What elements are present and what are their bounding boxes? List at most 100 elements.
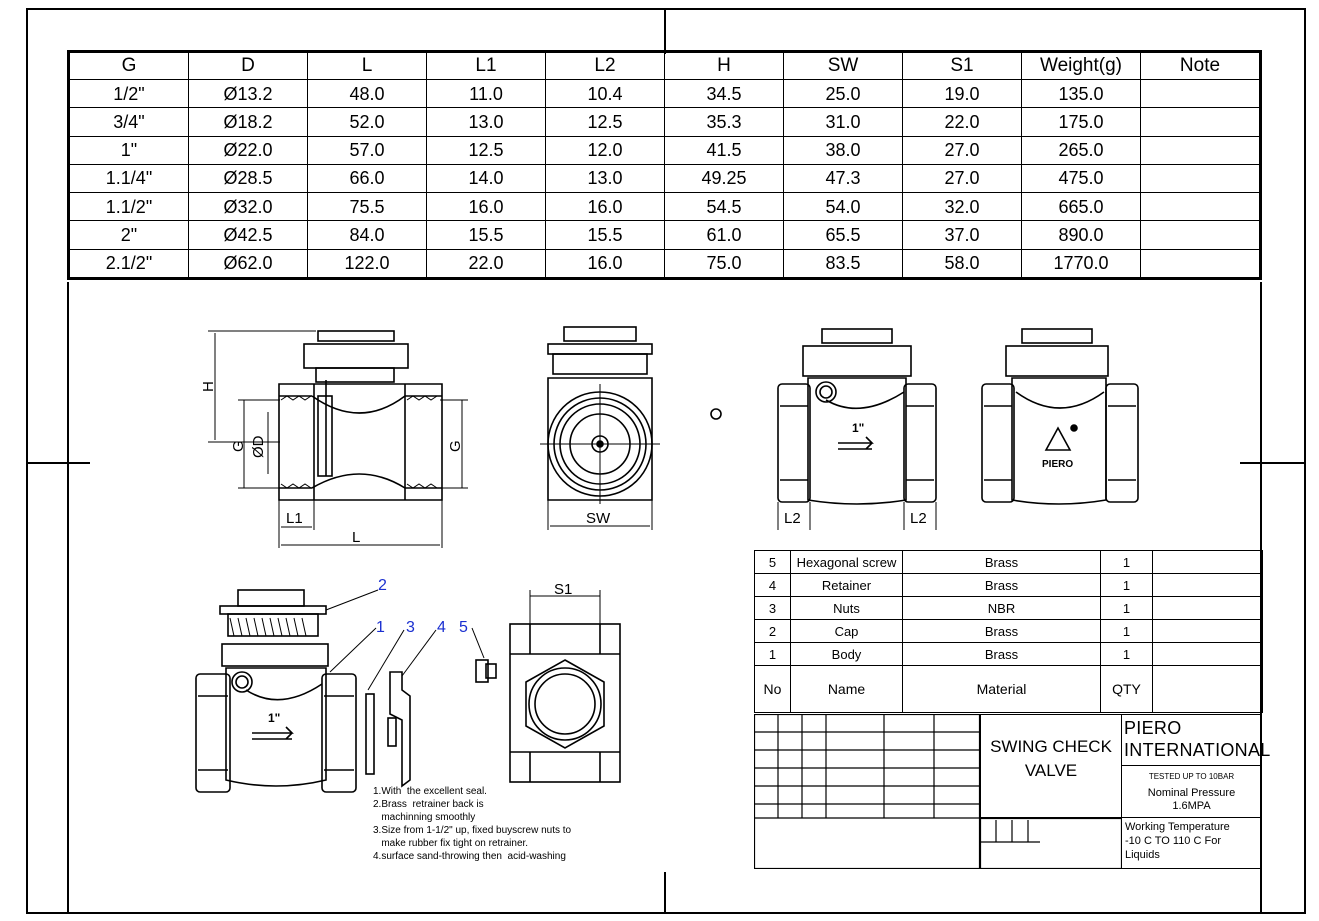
- nominal-pressure-value: 1.6MPA: [1172, 800, 1211, 812]
- working-temp-line2: -10 C TO 110 C For: [1125, 835, 1221, 847]
- center-mark-left: [26, 462, 90, 464]
- bom-cell-material: NBR: [902, 596, 1101, 620]
- dim-table-cell: 54.5: [664, 192, 784, 222]
- side-view: [777, 328, 937, 530]
- dim-table-cell: 19.0: [902, 78, 1022, 109]
- dim-table-cell: 12.0: [545, 135, 665, 165]
- dim-table-cell: 38.0: [783, 135, 903, 165]
- bom-cell-no: 5: [754, 550, 791, 574]
- dim-table-cell: 1.1/2": [69, 192, 189, 222]
- center-mark-right: [1240, 462, 1306, 464]
- note-line: make rubber fix tight on retrainer.: [373, 838, 529, 849]
- dim-table-cell: 1770.0: [1021, 248, 1141, 279]
- bom-cell-no: 4: [754, 573, 791, 597]
- nominal-pressure-label: Nominal Pressure: [1147, 787, 1236, 799]
- exploded-view: [195, 589, 497, 793]
- working-temp-line3: Liquids: [1125, 849, 1160, 861]
- dim-table-cell: [1140, 78, 1260, 109]
- bom-header-qty: QTY: [1100, 665, 1153, 713]
- bom-header-name: Name: [790, 665, 903, 713]
- bom-cell-blank: [1152, 550, 1263, 574]
- notes: 1.With the excellent seal. 2.Brass retrai…: [373, 785, 633, 863]
- dim-table-cell: 11.0: [426, 78, 546, 109]
- dim-table-cell: 16.0: [545, 192, 665, 222]
- callout-4: 4: [437, 619, 446, 636]
- bom-cell-material: Brass: [902, 619, 1101, 643]
- dim-l: L: [352, 529, 360, 546]
- dim-sw: SW: [586, 510, 611, 527]
- dim-table-cell: 1.1/4": [69, 163, 189, 194]
- bom-header-blank: [1152, 665, 1263, 713]
- callout-5: 5: [459, 619, 468, 636]
- callout-1: 1: [376, 619, 385, 636]
- dim-table-cell: 83.5: [783, 248, 903, 279]
- center-mark-top: [664, 8, 666, 54]
- dim-table-cell: 175.0: [1021, 107, 1141, 137]
- arrow-mark-side: 1": [852, 421, 864, 435]
- note-line: 2.Brass retrainer back is: [373, 799, 484, 810]
- dim-table-cell: 31.0: [783, 107, 903, 137]
- arrow-mark-exploded: 1": [268, 711, 280, 725]
- company-name: PIERO INTERNATIONAL: [1122, 714, 1270, 766]
- dim-table-cell: 16.0: [426, 192, 546, 222]
- dim-col-header: Weight(g): [1021, 52, 1141, 80]
- dim-table-cell: 1/2": [69, 78, 189, 109]
- dim-col-header: G: [69, 52, 189, 80]
- dim-g-right: G: [447, 440, 464, 452]
- dim-table-cell: [1140, 107, 1260, 137]
- brand-mark: PIERO: [1042, 459, 1073, 470]
- working-temp-line1: Working Temperature: [1125, 821, 1230, 833]
- note-line: 3.Size from 1-1/2" up, fixed buyscrew nu…: [373, 825, 572, 836]
- note-line: machinning smoothly: [373, 812, 476, 823]
- bom-header: No Name Material QTY: [754, 665, 1263, 713]
- dim-table-cell: Ø32.0: [188, 192, 308, 222]
- bom-cell-name: Body: [790, 642, 903, 666]
- dim-col-header: Note: [1140, 52, 1260, 80]
- test-spec: TESTED UP TO 10BAR Nominal Pressure 1.6M…: [1122, 766, 1262, 818]
- drawing-title: SWING CHECK VALVE: [980, 714, 1122, 818]
- dim-table-cell: 61.0: [664, 220, 784, 250]
- revision-grid: [754, 714, 980, 869]
- bom-cell-qty: 1: [1100, 642, 1153, 666]
- bom-header-material: Material: [902, 665, 1101, 713]
- dim-table-cell: 41.5: [664, 135, 784, 165]
- title-block: SWING CHECK VALVE PIERO INTERNATIONAL TE…: [754, 714, 1270, 869]
- dim-table-cell: 16.0: [545, 248, 665, 279]
- bom-cell-no: 1: [754, 642, 791, 666]
- dim-table-cell: 13.0: [545, 163, 665, 194]
- bom-cell-name: Cap: [790, 619, 903, 643]
- rear-view: [981, 328, 1139, 505]
- bom-cell-qty: 1: [1100, 550, 1153, 574]
- note-line: 1.With the excellent seal.: [373, 786, 487, 797]
- dim-table-cell: 54.0: [783, 192, 903, 222]
- dim-table-cell: 75.0: [664, 248, 784, 279]
- dim-s1: S1: [554, 581, 572, 598]
- note-line: 4.surface sand-throwing then acid-washin…: [373, 851, 566, 862]
- dim-d: ØD: [250, 435, 267, 458]
- dim-table-cell: 48.0: [307, 78, 427, 109]
- bom-cell-blank: [1152, 573, 1263, 597]
- dim-l1: L1: [286, 510, 303, 527]
- bom-cell-no: 3: [754, 596, 791, 620]
- bom-cell-material: Brass: [902, 642, 1101, 666]
- dim-table-cell: 3/4": [69, 107, 189, 137]
- drawing-title-line1: SWING CHECK: [990, 737, 1112, 756]
- dim-table-cell: 475.0: [1021, 163, 1141, 194]
- bom-cell-material: Brass: [902, 550, 1101, 574]
- front-view: [540, 326, 660, 530]
- dim-table-cell: [1140, 192, 1260, 222]
- dim-table-cell: 15.5: [426, 220, 546, 250]
- dim-table-cell: [1140, 220, 1260, 250]
- company-line1: PIERO: [1124, 718, 1182, 738]
